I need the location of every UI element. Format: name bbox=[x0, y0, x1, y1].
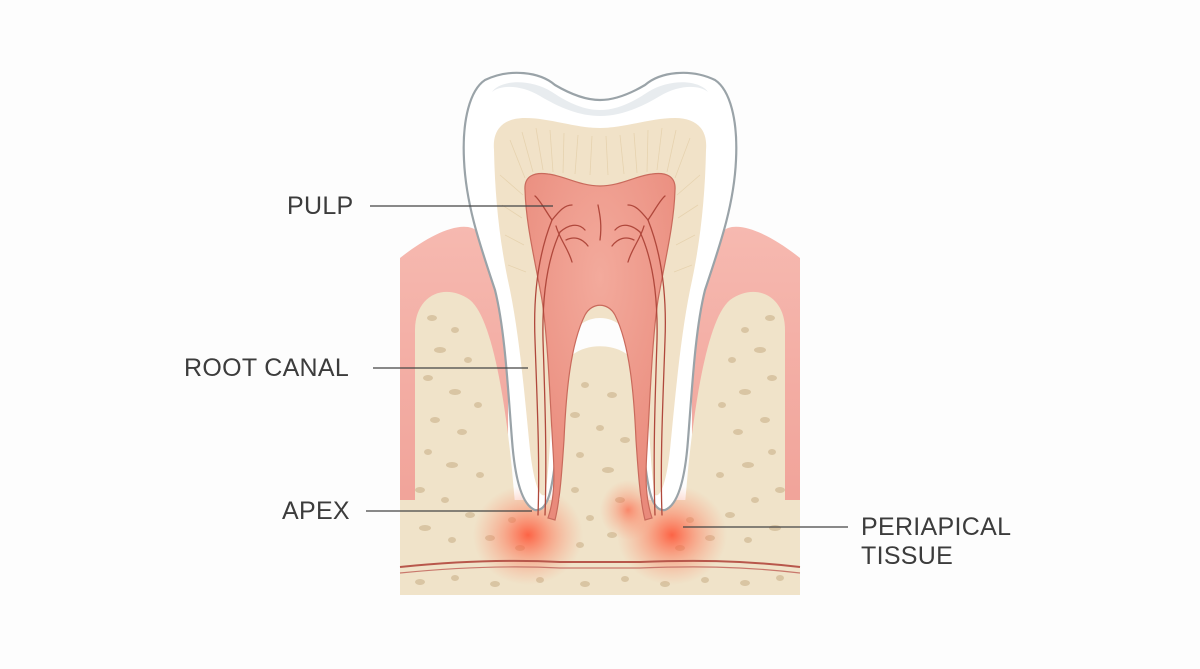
periapical-tissue-label: PERIAPICAL TISSUE bbox=[861, 513, 1011, 571]
pulp-label: PULP bbox=[287, 192, 354, 221]
apex-label: APEX bbox=[282, 497, 350, 526]
periapical-label-line1: PERIAPICAL bbox=[861, 513, 1011, 542]
periapical-label-line2: TISSUE bbox=[861, 542, 1011, 571]
root-canal-label: ROOT CANAL bbox=[184, 354, 349, 383]
